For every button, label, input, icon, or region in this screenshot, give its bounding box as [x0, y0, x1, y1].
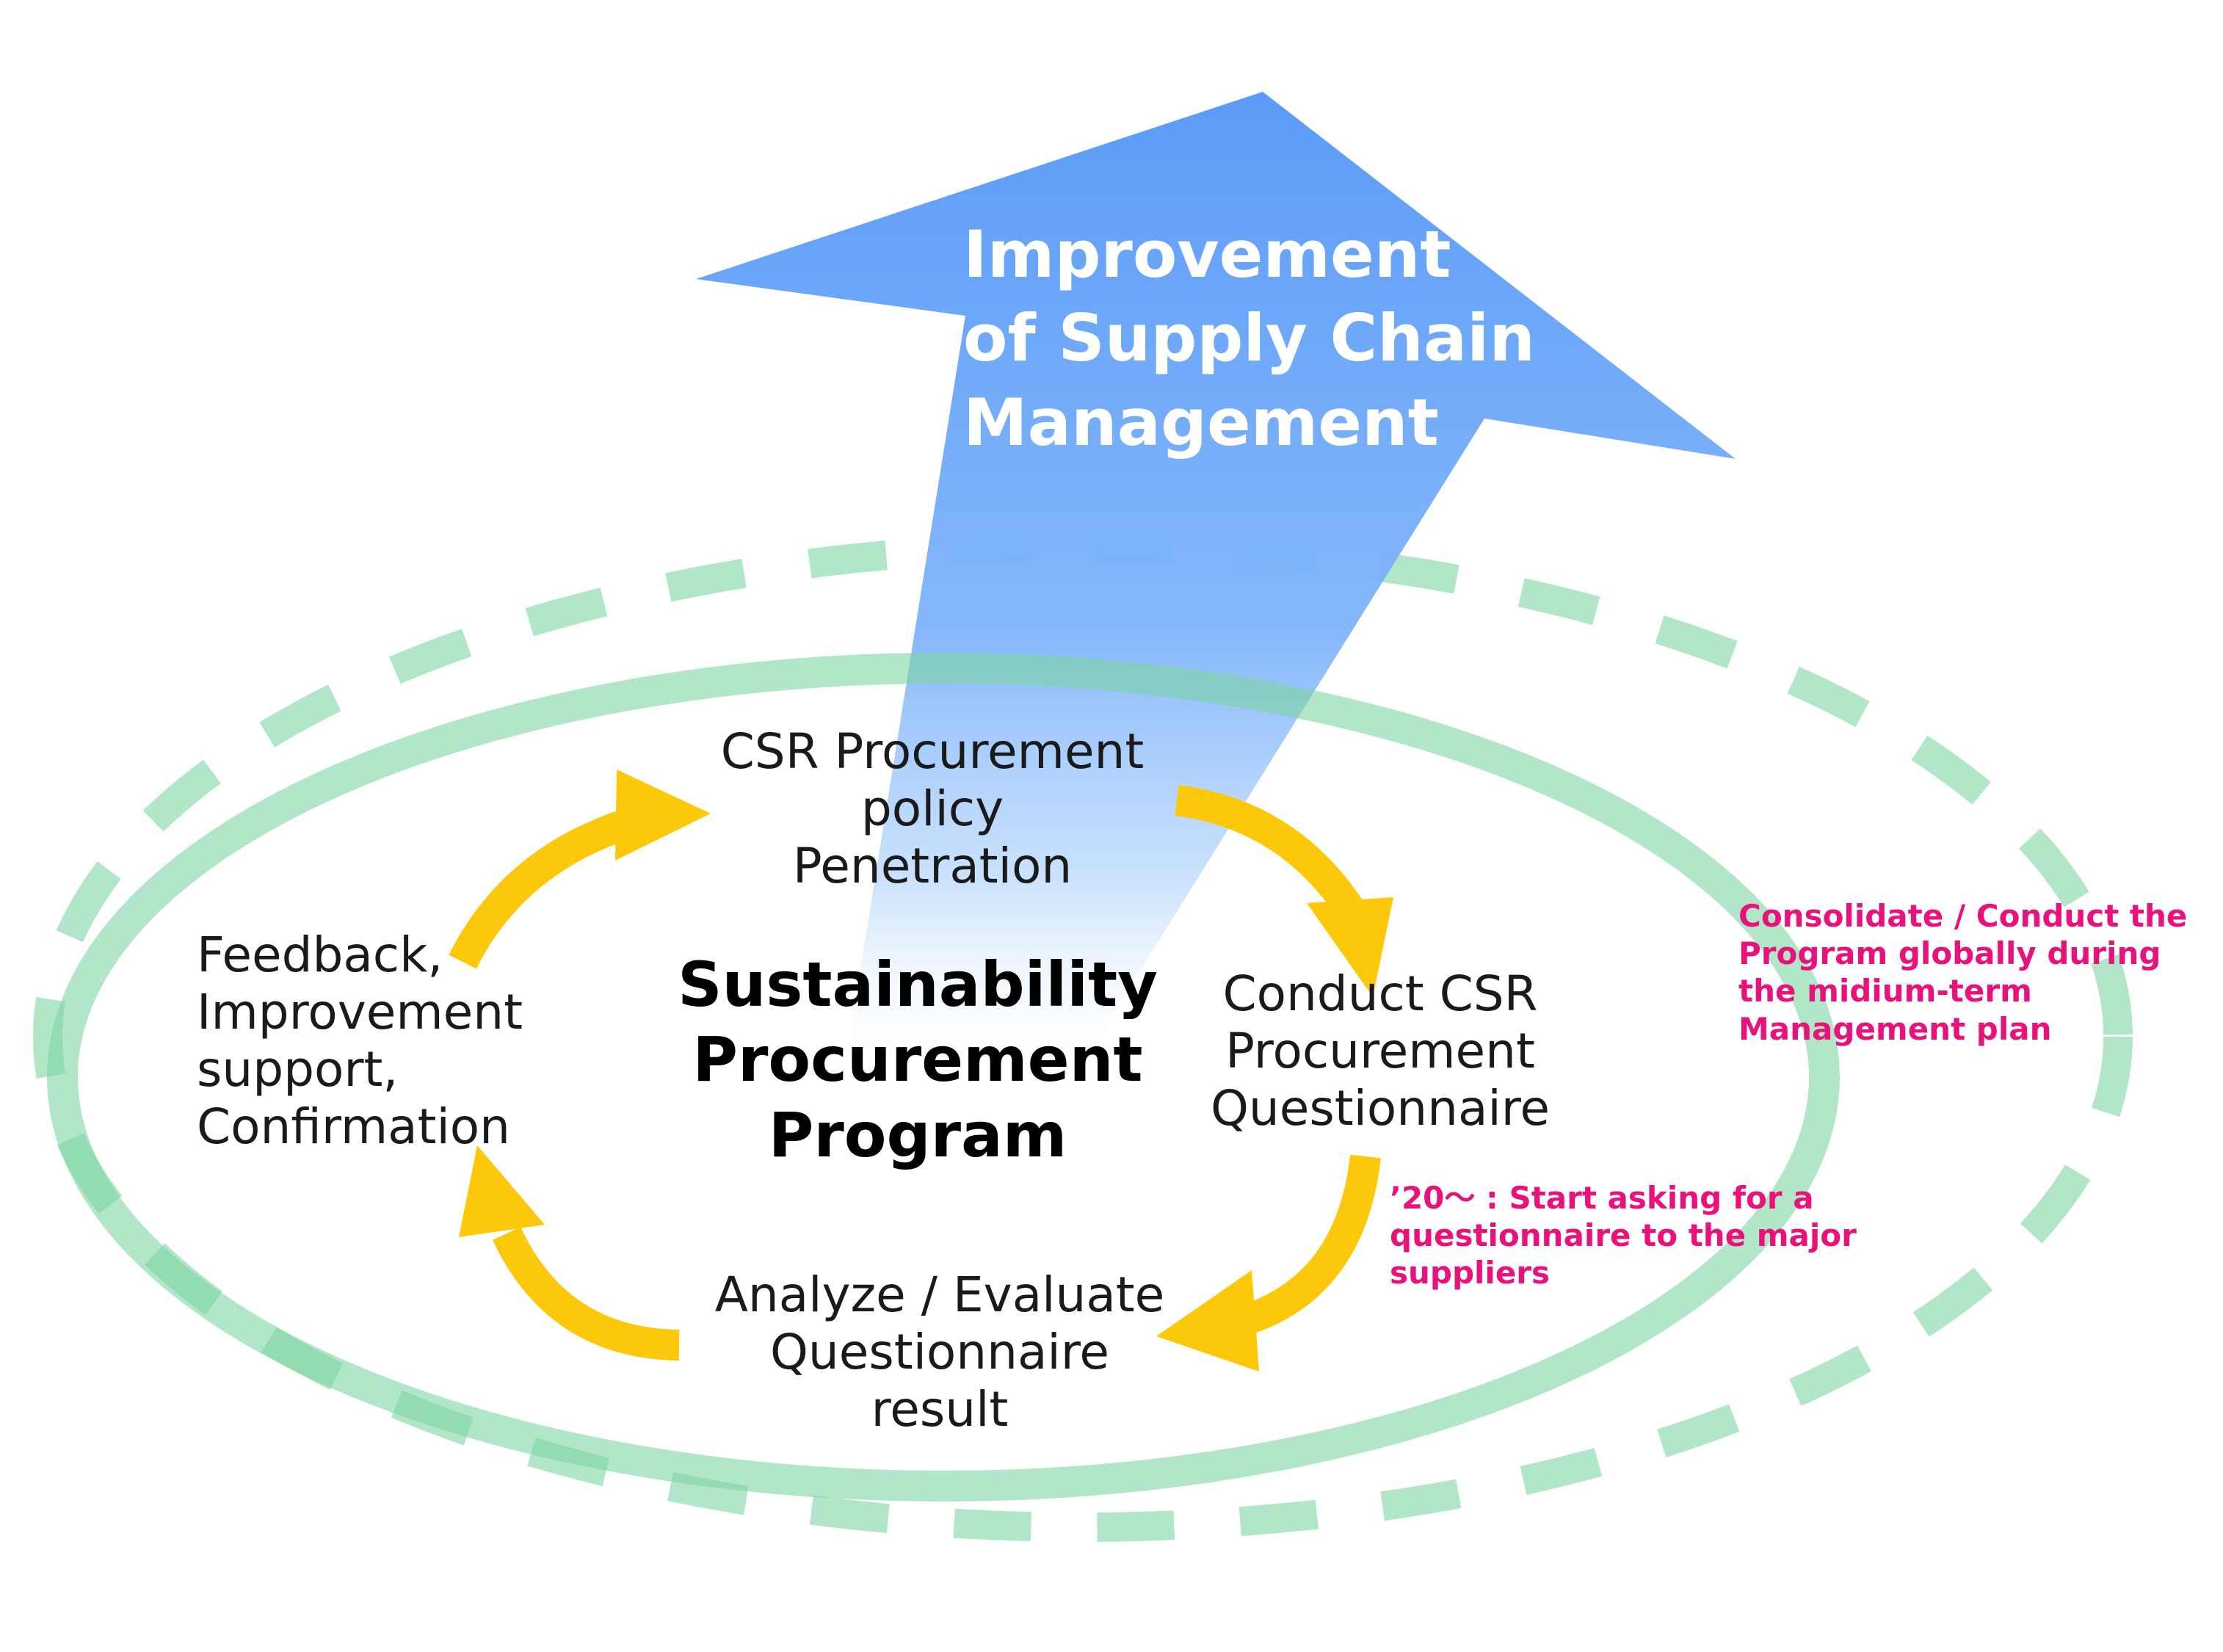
arrowhead-to-analyze [1156, 1270, 1259, 1372]
center-title: Sustainability Procurement Program [678, 949, 1158, 1171]
curved-arrow-icon-policy-to-conduct [1175, 785, 1364, 919]
curved-arrow-icon-feedback-to-policy [449, 807, 637, 969]
improvement-arrow-icon [696, 92, 1736, 1079]
note-start-questionnaire: ’20～ : Start asking for a questionnaire … [1390, 1180, 1857, 1291]
outer-dashed-ellipse [33, 532, 2133, 1542]
cycle-arrows [449, 769, 1393, 1372]
arrowhead-to-conduct [1307, 897, 1393, 997]
arrow-title: Improvement of Supply Chain Management [963, 217, 1535, 460]
step-policy-penetration: CSR Procurement policy Penetration [720, 723, 1145, 894]
step-feedback-improvement: Feedback, Improvement support, Confirmat… [197, 927, 523, 1155]
curved-arrow-icon-analyze-to-feedback [492, 1226, 680, 1361]
arrowhead-to-policy [615, 769, 711, 861]
inner-solid-ellipse [47, 653, 1840, 1501]
step-analyze-evaluate: Analyze / Evaluate Questionnaire result [714, 1267, 1165, 1438]
step-conduct-questionnaire: Conduct CSR Procurement Questionnaire [1210, 966, 1551, 1137]
note-global-program: Consolidate / Conduct the Program global… [1738, 898, 2188, 1047]
arrowhead-to-feedback [459, 1145, 545, 1237]
curved-arrow-icon-conduct-to-analyze [1236, 1154, 1381, 1337]
